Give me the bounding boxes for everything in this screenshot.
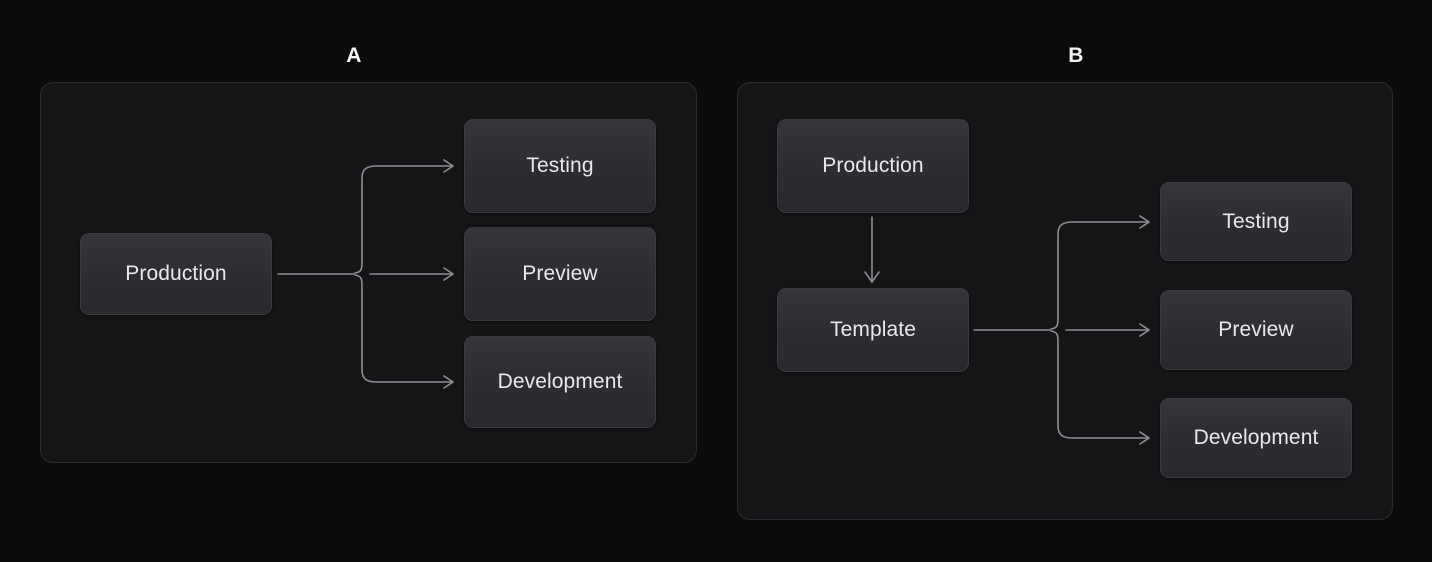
node-b-production[interactable]: Production — [777, 119, 969, 213]
node-a-testing[interactable]: Testing — [464, 119, 656, 213]
node-b-testing[interactable]: Testing — [1160, 182, 1352, 261]
node-a-development[interactable]: Development — [464, 336, 656, 428]
node-b-template[interactable]: Template — [777, 288, 969, 372]
node-label: Preview — [522, 262, 598, 285]
node-label: Development — [1193, 426, 1319, 449]
node-b-development[interactable]: Development — [1160, 398, 1352, 478]
node-label: Preview — [1218, 318, 1294, 341]
node-a-production[interactable]: Production — [80, 233, 272, 315]
node-label: Template — [829, 318, 916, 341]
node-label: Testing — [526, 154, 594, 177]
panel-b-label: B — [1068, 44, 1084, 67]
node-a-preview[interactable]: Preview — [464, 227, 656, 321]
node-b-preview[interactable]: Preview — [1160, 290, 1352, 370]
panel-a-label: A — [346, 44, 362, 67]
node-label: Testing — [1222, 209, 1290, 233]
node-label: Production — [822, 154, 924, 177]
node-label: Production — [125, 262, 227, 285]
node-label: Development — [497, 370, 623, 393]
